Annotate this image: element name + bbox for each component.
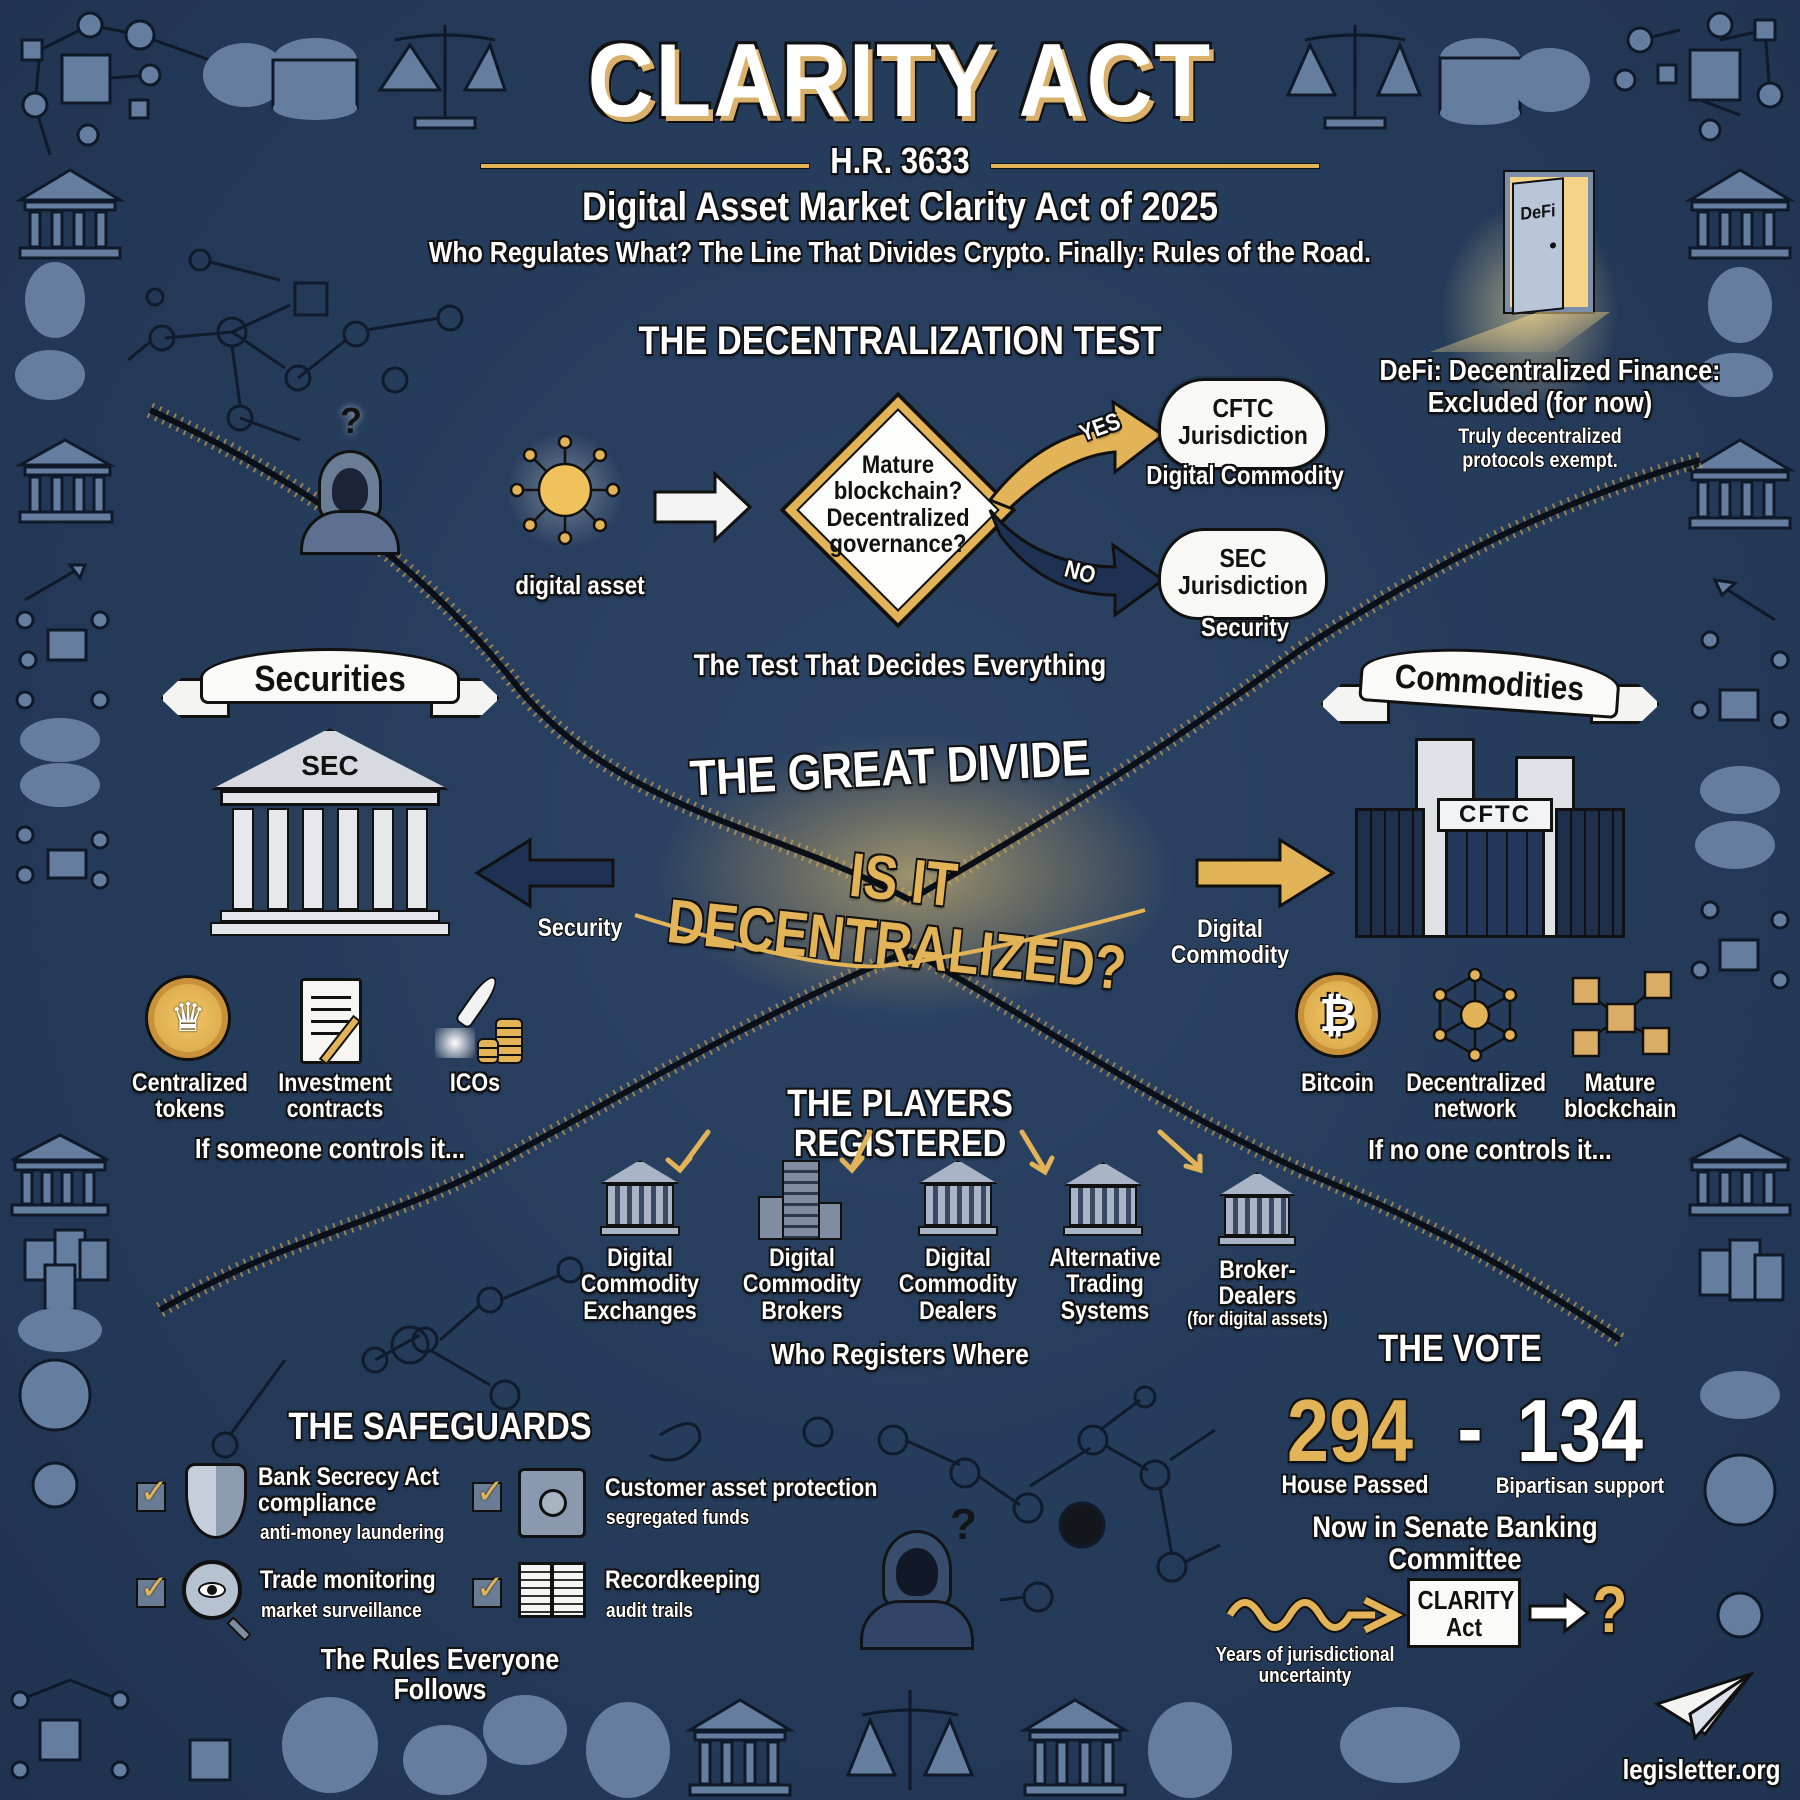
defi-heading-2: Excluded (for now)	[1427, 387, 1653, 419]
crown-coin-icon: ♛	[145, 975, 231, 1061]
shield-icon	[185, 1463, 247, 1539]
right-arrow-icon	[1195, 837, 1336, 909]
safeguard-sub: audit trails	[606, 1600, 693, 1622]
decision-diamond: Mature blockchain? Decentralized governa…	[778, 390, 1018, 630]
paper-plane-icon	[1653, 1671, 1756, 1742]
arrow-right-icon	[1528, 1591, 1591, 1635]
safeguards-heading: THE SAFEGUARDS	[288, 1406, 592, 1448]
cftc-building-label: CFTC	[1459, 801, 1531, 828]
cftc-building-icon: CFTC	[1355, 738, 1625, 938]
arrow-right-icon	[653, 470, 753, 544]
commodities-caption: If no one controls it...	[1368, 1134, 1612, 1165]
bitcoin-icon: ₿	[1295, 972, 1381, 1058]
page-title: CLARITY ACT	[587, 23, 1213, 139]
hooded-figure-icon: ?	[300, 400, 400, 555]
sec-building-icon: SEC	[210, 728, 450, 948]
question-mark-icon: ?	[1592, 1572, 1628, 1646]
safeguard-sub: market surveillance	[261, 1600, 422, 1622]
yeas-count: 294	[1286, 1381, 1414, 1480]
vote-separator: -	[1457, 1378, 1483, 1477]
commodity-item-label: Bitcoin	[1301, 1069, 1374, 1097]
safe-icon	[518, 1468, 586, 1538]
defi-sub-2: protocols exempt.	[1462, 449, 1618, 472]
defi-sub-1: Truly decentralized	[1458, 425, 1622, 448]
yeas-label: House Passed	[1281, 1471, 1429, 1499]
door-label: DeFi	[1520, 200, 1556, 224]
clarity-act-box: CLARITY Act	[1407, 1578, 1521, 1648]
sec-building-label: SEC	[301, 750, 359, 781]
safeguard-title: Trade monitoring	[260, 1566, 436, 1594]
tagline: Who Regulates What? The Line That Divide…	[428, 237, 1372, 269]
nays-label: Bipartisan support	[1495, 1473, 1665, 1498]
title-rule-right	[990, 163, 1320, 169]
test-caption: The Test That Decides Everything	[693, 649, 1107, 682]
player-bank-icon	[600, 1160, 680, 1238]
digital-asset-icon	[505, 430, 625, 550]
safeguard-sub: anti-money laundering	[260, 1522, 445, 1544]
securities-banner: Securities	[160, 648, 500, 718]
checkmark-icon: ✓	[476, 1473, 505, 1511]
magnifier-eye-icon	[182, 1560, 252, 1642]
hooded-figure-icon: ?	[860, 1500, 977, 1650]
blockchain-icon	[1571, 970, 1673, 1058]
gold-arrow-icon	[665, 1129, 1203, 1176]
bill-number: H.R. 3633	[830, 140, 970, 181]
sec-cloud: SEC Jurisdiction	[1158, 528, 1328, 620]
player-office-icon	[758, 1160, 842, 1240]
players-caption: Who Registers Where	[771, 1339, 1029, 1371]
safeguard-title: Customer asset protection	[605, 1474, 878, 1502]
checkbox-recordkeeping[interactable]: ✓	[472, 1569, 505, 1608]
network-icon	[1432, 967, 1518, 1063]
open-book-icon	[518, 1562, 588, 1622]
checkmark-icon: ✓	[140, 1569, 169, 1607]
contract-scroll-icon	[295, 972, 385, 1072]
swoosh-underline	[634, 908, 1146, 969]
player-bank-icon	[1218, 1172, 1296, 1248]
nays-count: 134	[1516, 1381, 1644, 1480]
squiggle-arrow-icon	[1225, 1595, 1408, 1635]
players-heading: THE PLAYERS REGISTERED	[787, 1083, 1013, 1165]
player-bank-icon	[918, 1160, 998, 1238]
checkmark-icon: ✓	[140, 1473, 169, 1511]
securities-caption: If someone controls it...	[194, 1133, 466, 1164]
checkmark-icon: ✓	[476, 1569, 505, 1607]
footer-site-link[interactable]: legisletter.org	[1622, 1754, 1781, 1785]
player-label: Broker-Dealers(for digital assets)	[1187, 1256, 1328, 1330]
safeguard-title: Recordkeeping	[605, 1566, 761, 1594]
checkbox-trade-monitoring[interactable]: ✓	[136, 1569, 169, 1608]
bill-full-name: Digital Asset Market Clarity Act of 2025	[582, 185, 1218, 229]
left-arrow-icon	[474, 837, 615, 909]
no-classification: Security	[1200, 612, 1290, 642]
title-rule-left	[480, 163, 810, 169]
safeguard-sub: segregated funds	[606, 1507, 750, 1529]
vote-status: Now in Senate Banking Committee	[1312, 1511, 1598, 1576]
defi-heading-1: DeFi: Decentralized Finance:	[1379, 355, 1721, 387]
player-bank-icon	[1063, 1162, 1143, 1238]
security-item-label: ICOs	[449, 1069, 501, 1097]
checkbox-customer-assets[interactable]: ✓	[472, 1473, 505, 1512]
yes-classification: Digital Commodity	[1146, 460, 1344, 490]
safeguards-caption: The Rules Everyone Follows	[320, 1644, 560, 1707]
section-heading: THE DECENTRALIZATION TEST	[638, 319, 1162, 363]
checkbox-bsa[interactable]: ✓	[136, 1473, 169, 1512]
security-direction-label: Security	[537, 914, 623, 942]
door-icon: DeFi	[1512, 177, 1564, 315]
rocket-coins-icon	[425, 968, 535, 1068]
digital-asset-label: digital asset	[515, 570, 645, 600]
cftc-cloud: CFTC Jurisdiction	[1158, 378, 1328, 470]
vote-heading: THE VOTE	[1378, 1328, 1542, 1370]
commodities-banner: Commodities	[1320, 641, 1660, 730]
